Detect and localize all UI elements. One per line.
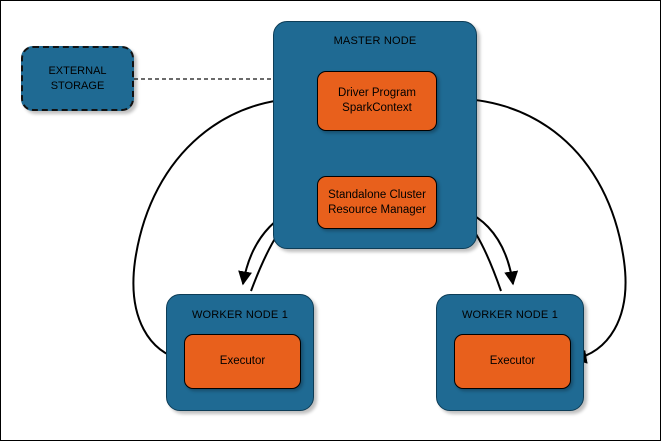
worker-node-left-title: WORKER NODE 1 <box>191 309 289 321</box>
driver-program-box[interactable]: Driver Program SparkContext <box>317 71 437 131</box>
driver-program-label-line1: Driver Program <box>338 87 416 99</box>
driver-program-label-line2: SparkContext <box>342 102 412 114</box>
cluster-resource-manager-box[interactable]: Standalone Cluster Resource Manager <box>317 176 437 229</box>
external-storage-label-line1: EXTERNAL <box>48 64 107 77</box>
external-storage-box[interactable]: EXTERNAL STORAGE <box>21 46 134 111</box>
executor-right-box[interactable]: Executor <box>454 334 571 389</box>
executor-right-label: Executor <box>489 355 536 367</box>
cluster-resource-manager-label-line2: Resource Manager <box>328 203 426 216</box>
cluster-resource-manager-label-line1: Standalone Cluster <box>328 188 426 201</box>
executor-left-label: Executor <box>219 355 266 367</box>
worker-node-right-title: WORKER NODE 1 <box>461 309 559 321</box>
master-node[interactable]: MASTER NODE <box>273 21 477 249</box>
executor-left-box[interactable]: Executor <box>184 334 301 389</box>
master-node-title: MASTER NODE <box>333 35 417 47</box>
external-storage-label-line2: STORAGE <box>50 79 105 92</box>
